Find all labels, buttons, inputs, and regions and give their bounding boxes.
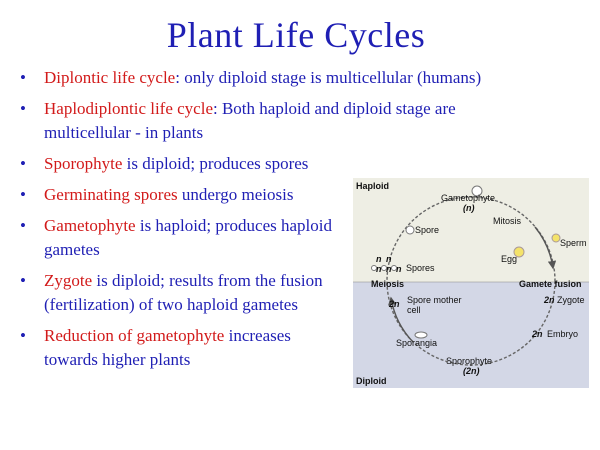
bullet-term: Haplodiplontic life cycle [44,99,213,118]
gametophyte-icon [471,185,483,197]
egg-label: Egg [501,254,517,264]
bullet-text: increases towards higher plants [44,326,291,369]
bullet-item: •Zygote is diploid; results from the fus… [20,271,323,314]
bullet-term: Sporophyte [44,154,123,173]
two-n-label: 2n [531,329,543,339]
diploid-label: Diploid [356,376,387,386]
meiosis-label: Meiosis [371,279,404,289]
zygote-label: Zygote [557,295,585,305]
bullet-text: : only diploid stage is multicellular (h… [175,68,482,87]
spore-label: Spore [415,225,439,235]
spore-mother-label-2: cell [407,305,421,315]
slide-title: Plant Life Cycles [166,15,426,55]
gametophyte-label: Gametophyte [441,193,495,203]
spores-label: Spores [406,263,435,273]
bullet-item: •Haplodiplontic life cycle: Both haploid… [20,99,456,142]
sporophyte-label: Sporophyte [446,356,492,366]
bullet-text: is diploid; produces spores [122,154,309,173]
bullet-item: •Germinating spores undergo meiosis [20,185,294,204]
embryo-label: Embryo [547,329,578,339]
bullet-list: •Diplontic life cycle: only diploid stag… [18,66,578,379]
n-label: n [386,254,392,264]
two-n-label: 2n [543,295,555,305]
bullet-term: Reduction of gametophyte [44,326,225,345]
life-cycle-diagram: Haploid Diploid Gametophyte (n) Mitosis … [353,178,589,388]
spore-icon [405,225,415,235]
n-label: n [376,264,382,274]
bullet-term: Germinating spores [44,185,178,204]
bullet-item: •Diplontic life cycle: only diploid stag… [20,68,482,87]
n-label: n [386,264,392,274]
gametophyte-ploidy: (n) [463,203,475,213]
spore-mother-label: Spore mother [407,295,462,305]
gamete-fusion-label: Gamete fusion [519,279,582,289]
egg-icon [513,246,525,258]
sporangia-label: Sporangia [396,338,437,348]
bullet-text: : Both haploid and diploid stage are mul… [44,99,456,142]
bullet-text: is haploid; produces haploid gametes [44,216,333,259]
bullet-item: •Gametophyte is haploid; produces haploi… [20,216,333,259]
bullet-item: •Reduction of gametophyte increases towa… [20,326,291,369]
bullet-item: •Sporophyte is diploid; produces spores [20,154,309,173]
mitosis-label: Mitosis [493,216,522,226]
bullet-term: Zygote [44,271,93,290]
sporophyte-ploidy: (2n) [463,366,480,376]
sperm-label: Sperm [560,238,587,248]
cycle-ring [386,196,556,366]
n-label: n [376,254,382,264]
bullet-term: Gametophyte [44,216,136,235]
bullet-text: is diploid; results from the fusion (fer… [44,271,323,314]
bullet-term: Diplontic life cycle [44,68,176,87]
sperm-icon [551,233,561,243]
n-label: n [396,264,402,274]
haploid-label: Haploid [356,181,389,191]
two-n-label: 2n [388,299,400,309]
sporangia-icon [414,331,428,339]
bullet-text: undergo meiosis [177,185,294,204]
